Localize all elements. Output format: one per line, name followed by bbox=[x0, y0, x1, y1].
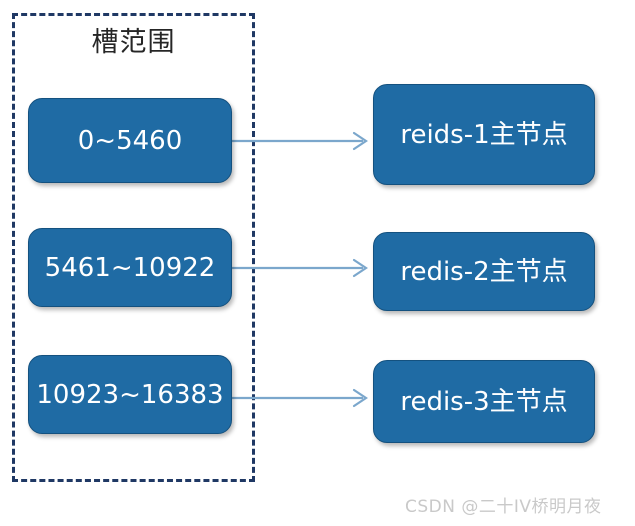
redis-master-node-label-3: redis-3主节点 bbox=[400, 386, 568, 417]
slot-range-label-2: 5461~10922 bbox=[44, 252, 216, 283]
csdn-watermark: CSDN @二十IV桥明月夜 bbox=[405, 497, 602, 517]
redis-master-node-label-1: reids-1主节点 bbox=[400, 119, 568, 150]
redis-master-node-box-1[interactable]: reids-1主节点 bbox=[373, 84, 595, 185]
slot-range-group-container bbox=[12, 13, 255, 482]
redis-master-node-box-3[interactable]: redis-3主节点 bbox=[373, 360, 595, 443]
slot-range-box-1[interactable]: 0~5460 bbox=[28, 98, 232, 183]
slot-range-box-2[interactable]: 5461~10922 bbox=[28, 228, 232, 307]
slot-range-group-title: 槽范围 bbox=[91, 27, 176, 58]
slot-range-label-1: 0~5460 bbox=[77, 125, 183, 156]
slot-range-label-3: 10923~16383 bbox=[36, 379, 224, 410]
redis-master-node-label-2: redis-2主节点 bbox=[400, 256, 568, 287]
redis-master-node-box-2[interactable]: redis-2主节点 bbox=[373, 232, 595, 311]
slot-range-box-3[interactable]: 10923~16383 bbox=[28, 355, 232, 434]
